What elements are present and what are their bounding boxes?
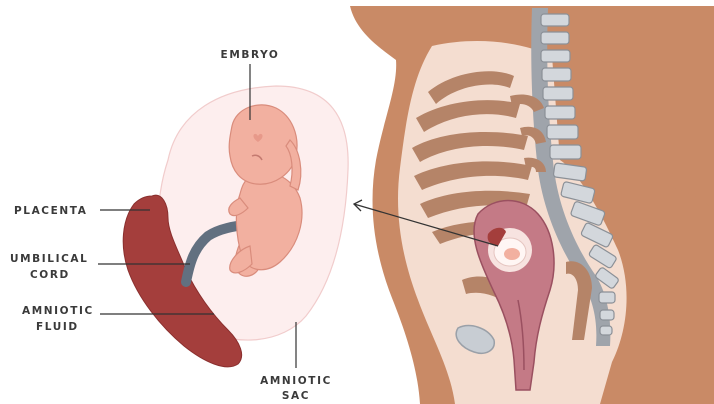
placenta-label-text: PLACENTA [14,205,87,217]
amniotic-sac-label-line1: AMNIOTIC [260,375,332,387]
amniotic-sac-label-line2: SAC [282,390,310,402]
mini-embryo [504,248,520,260]
umbilical-cord-label-line2: CORD [30,269,70,281]
enlarged-view [123,86,348,367]
embryo-label-text: EMBRYO [221,49,280,61]
amniotic-fluid-label-line2: FLUID [36,321,79,333]
amniotic-fluid-label-line1: AMNIOTIC [22,305,94,317]
body-cross-section [350,6,714,404]
umbilical-cord-label-line1: UMBILICAL [10,253,88,265]
